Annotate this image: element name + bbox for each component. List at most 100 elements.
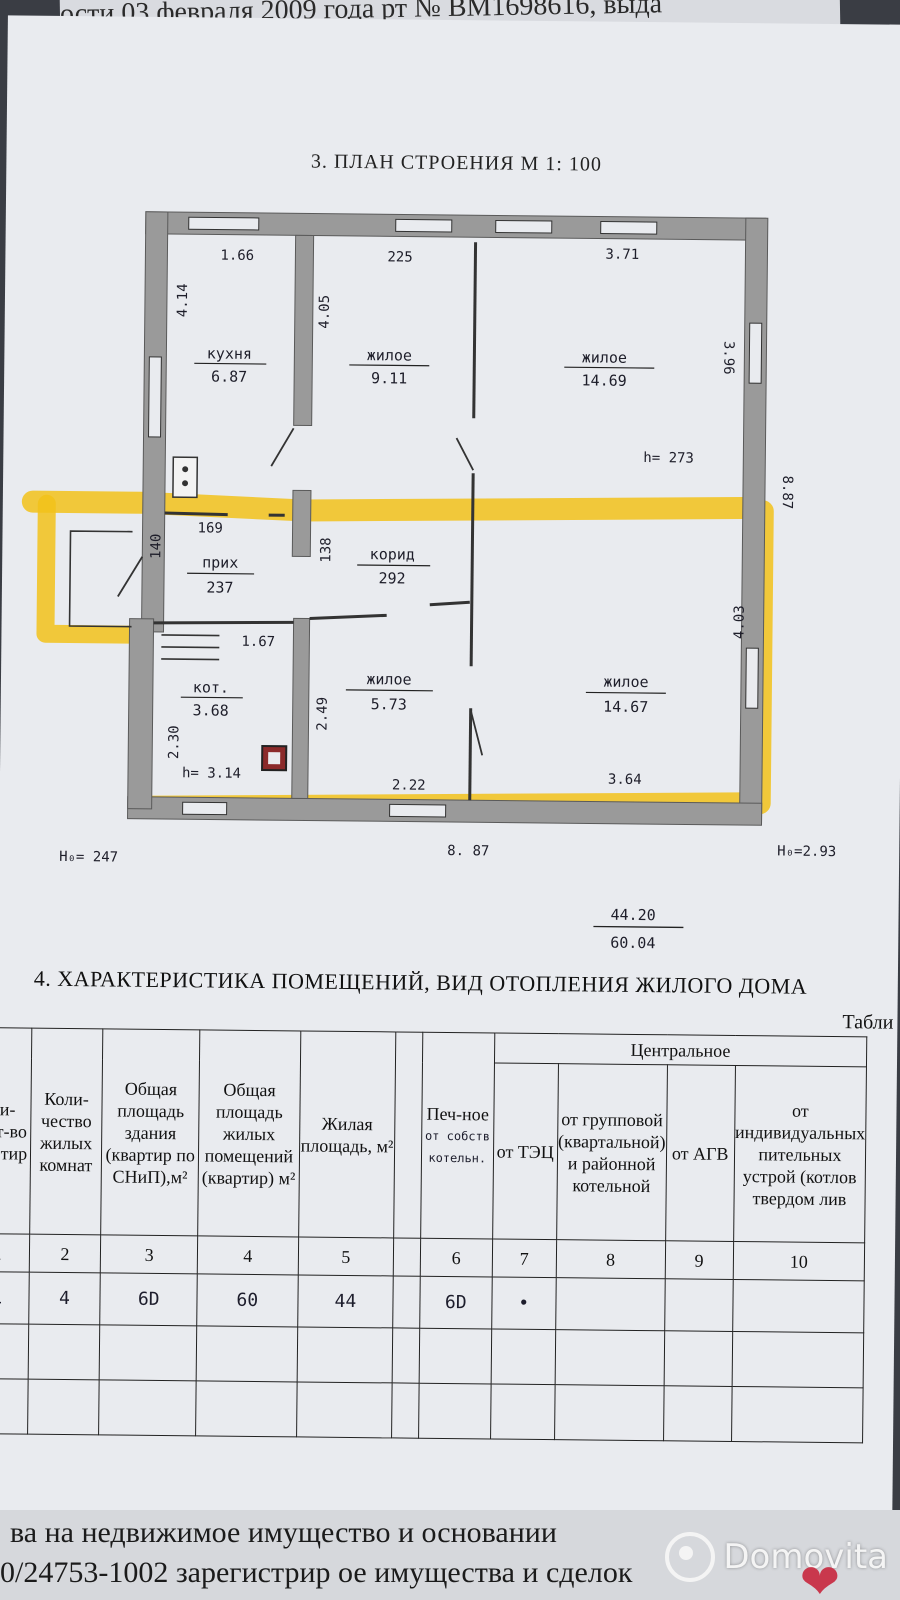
header-cell: оли-чест-во вар-тир (0, 1027, 32, 1235)
dimension-label: 4.05 (317, 295, 333, 329)
column-number: 3 (100, 1234, 198, 1274)
partition (153, 620, 294, 625)
highlight-left-loop (36, 494, 146, 644)
column-number (393, 1237, 421, 1277)
dimension-label: 225 (387, 249, 412, 265)
partition (472, 242, 478, 419)
header-cell-stove: Печ-ное от собств котельн. (420, 1032, 495, 1239)
burner-icon (182, 480, 189, 487)
height-mark: H₀= 247 (59, 849, 118, 866)
window (495, 219, 553, 234)
fraction-line (194, 362, 267, 365)
value-cell: 6D (419, 1276, 492, 1329)
heart-icon: ❤ (799, 1556, 840, 1600)
fraction-line (564, 366, 655, 369)
empty-cell (490, 1383, 555, 1440)
column-number: 8 (555, 1239, 666, 1279)
partition (469, 473, 475, 667)
fraction-line (357, 564, 431, 567)
value-cell (664, 1278, 733, 1332)
header-cell: от групповой (квартальной) и районной ко… (556, 1063, 668, 1241)
stove-icon (172, 456, 199, 499)
dimension-label: 140 (148, 534, 164, 559)
value-cell: 1 (0, 1271, 29, 1325)
column-number: 4 (197, 1235, 299, 1275)
dimension-label: 8. 87 (447, 843, 489, 859)
empty-cell (663, 1330, 733, 1387)
header-cell: Жилая площадь, м² (298, 1030, 397, 1238)
empty-cell (27, 1379, 100, 1435)
step (161, 646, 220, 649)
door (270, 427, 295, 467)
highlight-horizontal (21, 490, 754, 522)
door (455, 437, 474, 471)
partition (309, 613, 387, 621)
window (600, 221, 658, 235)
dimension-label: 3.96 (720, 341, 736, 375)
empty-cell (296, 1326, 393, 1383)
fraction-line (585, 691, 666, 694)
empty-cell (0, 1378, 28, 1435)
room-name: жилое (367, 346, 412, 364)
dimension-label: 2.49 (314, 697, 330, 731)
boiler-door-icon (268, 752, 281, 765)
empty-cell (663, 1385, 732, 1442)
room-area: 292 (378, 569, 405, 587)
value-cell (555, 1277, 665, 1331)
doors (117, 427, 484, 756)
dimension-label: 169 (197, 520, 222, 536)
window (188, 216, 260, 231)
window (182, 801, 228, 816)
room-name: жилое (366, 670, 411, 688)
dimension-label: 2.22 (392, 777, 426, 793)
header-cell: Общая площадь здания (квартир по СНиП),м… (101, 1028, 200, 1236)
room-name: кот. (193, 678, 229, 696)
empty-cell (554, 1329, 665, 1386)
value-cell: 6D (100, 1272, 198, 1326)
column-number: 6 (420, 1238, 493, 1277)
room-area: 237 (206, 578, 233, 596)
partition (429, 600, 470, 607)
room-area: 3.68 (193, 701, 229, 719)
empty-cell (27, 1324, 101, 1380)
step (161, 658, 220, 661)
wall-left-lower (127, 618, 155, 810)
dimension-label: 3.71 (605, 247, 639, 263)
step (161, 634, 220, 637)
empty-cell (196, 1325, 298, 1382)
empty-cell (418, 1383, 491, 1439)
wall-kitchen-right (293, 234, 315, 427)
empty-cell (490, 1328, 556, 1385)
room-area: 5.73 (371, 695, 407, 713)
fraction-line (593, 925, 684, 929)
empty-cell (296, 1381, 393, 1438)
total-living-area: 44.20 (610, 906, 655, 924)
room-name: жилое (603, 673, 648, 691)
floor-plan: кухня 6.87 жилое 9.11 жилое 14.69 прих 2… (21, 211, 836, 952)
porch (68, 530, 220, 661)
logo-icon (665, 1532, 716, 1582)
height-mark: H₀=2.93 (777, 843, 836, 860)
partition (468, 708, 473, 801)
room-name: прих (202, 553, 238, 571)
bottom-text-line: 0/24753-1002 зарегистрир ое имущества и … (0, 1556, 633, 1589)
dimension-label: 3.64 (608, 772, 642, 788)
dimension-label: 1.66 (220, 248, 254, 264)
column-number: 9 (664, 1240, 734, 1280)
value-cell: 4 (28, 1272, 101, 1325)
room-area: 6.87 (211, 367, 247, 385)
dimension-label: 4.14 (175, 283, 191, 317)
header-cell: Коли-чество жилых комнат (29, 1028, 104, 1235)
partitions (153, 242, 478, 801)
wall-pillar (291, 489, 312, 558)
window (745, 647, 759, 709)
empty-cell (731, 1386, 864, 1443)
empty-cell (391, 1382, 420, 1439)
fraction-line (187, 572, 255, 575)
column-number: 2 (28, 1234, 102, 1273)
empty-cell (0, 1323, 29, 1380)
window (389, 803, 447, 818)
header-cell (393, 1031, 423, 1239)
value-cell (392, 1275, 421, 1329)
column-number: 1 (0, 1233, 30, 1273)
